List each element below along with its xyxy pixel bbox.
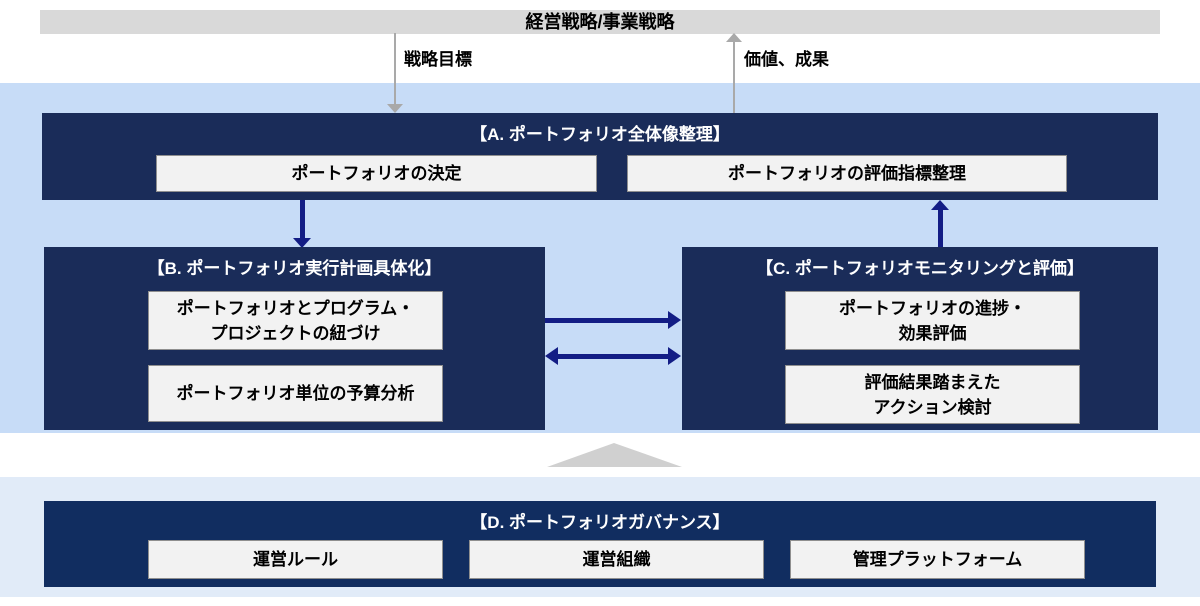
b-c-bidirectional-arrow-left-head-icon	[545, 347, 558, 365]
b-to-c-arrow-head-icon	[668, 311, 681, 329]
section-a-box: 【A. ポートフォリオ全体像整理】 ポートフォリオの決定 ポートフォリオの評価指…	[42, 113, 1158, 200]
section-d-item-management-platform: 管理プラットフォーム	[790, 540, 1085, 579]
section-a-item-evaluation-metrics: ポートフォリオの評価指標整理	[627, 155, 1067, 192]
section-d-item-operation-organization: 運営組織	[469, 540, 764, 579]
value-results-label: 価値、成果	[744, 50, 829, 69]
b-c-bidirectional-arrow-right-head-icon	[668, 347, 681, 365]
a-to-strategy-arrow-line	[733, 42, 735, 113]
a-to-b-arrow-line	[300, 200, 305, 238]
section-c-item-progress-evaluation: ポートフォリオの進捗・ 効果評価	[785, 291, 1080, 350]
strategy-bar: 経営戦略/事業戦略	[40, 10, 1160, 34]
strategy-bar-label: 経営戦略/事業戦略	[525, 12, 675, 32]
b-to-c-arrow-line	[545, 318, 669, 323]
section-c-item-action-review: 評価結果踏まえた アクション検討	[785, 365, 1080, 424]
section-c-title: 【C. ポートフォリオモニタリングと評価】	[756, 259, 1084, 278]
strategy-to-a-arrow-head-icon	[387, 104, 403, 113]
section-a-title: 【A. ポートフォリオ全体像整理】	[470, 125, 730, 144]
a-to-b-arrow-head-icon	[293, 238, 311, 248]
b-c-bidirectional-arrow-line	[557, 354, 669, 359]
section-a-item-portfolio-decision: ポートフォリオの決定	[156, 155, 597, 192]
section-d-box: 【D. ポートフォリオガバナンス】 運営ルール 運営組織 管理プラットフォーム	[44, 501, 1156, 587]
section-c-box: 【C. ポートフォリオモニタリングと評価】 ポートフォリオの進捗・ 効果評価 評…	[682, 247, 1158, 430]
governance-support-triangle-icon	[547, 443, 682, 467]
c-to-a-arrow-head-icon	[931, 200, 949, 210]
c-to-a-arrow-line	[938, 210, 943, 247]
a-to-strategy-arrow-head-icon	[726, 33, 742, 42]
strategy-to-a-arrow-line	[394, 33, 396, 104]
section-b-item-budget-analysis: ポートフォリオ単位の予算分析	[148, 365, 443, 422]
section-b-item-program-linkage: ポートフォリオとプログラム・ プロジェクトの紐づけ	[148, 291, 443, 350]
section-d-item-operation-rules: 運営ルール	[148, 540, 443, 579]
strategic-goal-label: 戦略目標	[404, 50, 472, 69]
section-b-title: 【B. ポートフォリオ実行計画具体化】	[147, 259, 442, 278]
section-b-box: 【B. ポートフォリオ実行計画具体化】 ポートフォリオとプログラム・ プロジェク…	[44, 247, 545, 430]
section-d-title: 【D. ポートフォリオガバナンス】	[470, 513, 730, 532]
